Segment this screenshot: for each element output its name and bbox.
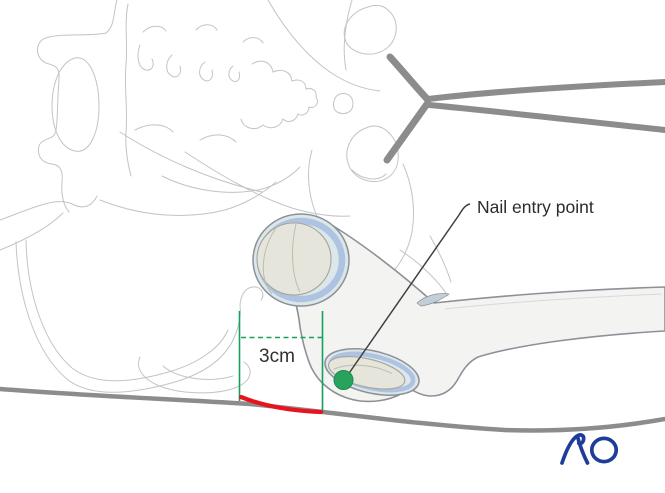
gluteal-fold-upper-branch [386, 53, 432, 104]
head-detail-line-2 [292, 223, 301, 293]
ao-logo: AO [558, 431, 624, 471]
ao-logo-letter-a-leg [575, 435, 590, 465]
femoral-head [252, 213, 350, 307]
skin-contour-lines [0, 53, 665, 433]
measurement-label: 3cm [259, 346, 295, 367]
entry-point-dot [333, 370, 354, 390]
ao-logo-letter-a [560, 433, 586, 465]
incision-line [238, 394, 324, 415]
trochanter-detail-line [333, 364, 393, 375]
gluteal-fold-lower-branch [383, 100, 431, 164]
thigh-contour-lower [426, 102, 665, 133]
trochanteric-fossa [416, 293, 450, 307]
head-inner-bone [256, 222, 332, 296]
ao-logo-letter-o [589, 436, 619, 464]
posterior-skin-line [0, 386, 665, 433]
thigh-contour-upper [425, 79, 665, 102]
ao-logo-mark [560, 433, 619, 465]
measurement-3cm [238, 311, 324, 413]
pelvis-sketch [0, 0, 452, 394]
head-detail-line-1 [262, 227, 277, 295]
femur-illustration [252, 213, 665, 403]
pointer-line [344, 203, 471, 380]
nail-entry-label: Nail entry point [477, 197, 594, 217]
shaft-inner-contour [444, 293, 663, 310]
